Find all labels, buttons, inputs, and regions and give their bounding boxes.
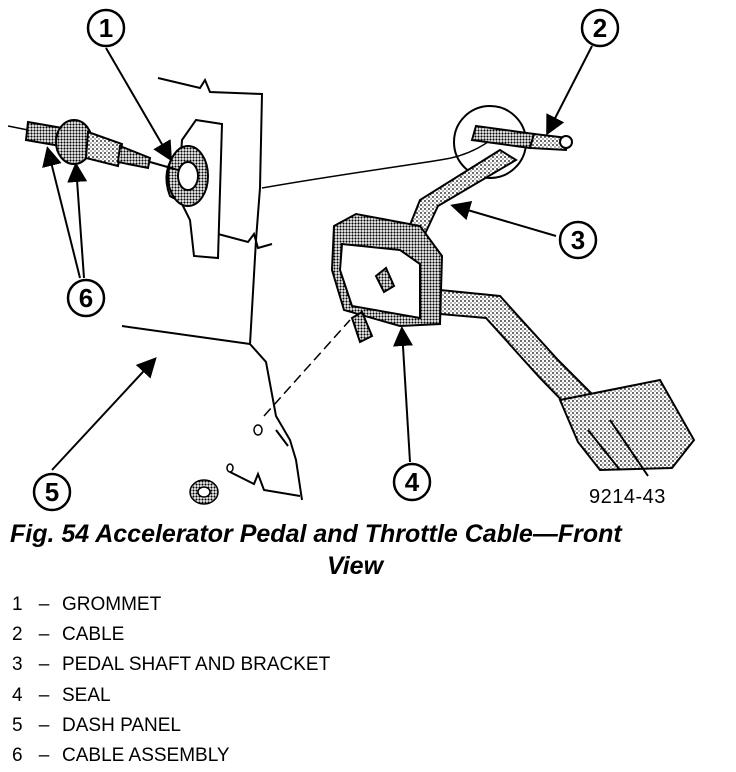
legend-item: 3–PEDAL SHAFT AND BRACKET [12,654,331,676]
svg-text:4: 4 [405,467,420,497]
caption-line-1: Fig. 54 Accelerator Pedal and Throttle C… [10,520,622,548]
svg-text:1: 1 [99,13,113,43]
legend-item: 5–DASH PANEL [12,714,181,736]
legend-label: SEAL [62,684,111,706]
callout-5: 5 [32,472,72,512]
callout-4: 4 [392,462,432,502]
dash-panel [121,77,303,501]
accelerator-pedal-diagram: 1 2 3 4 5 6 [7,8,696,512]
throttle-cable [261,131,501,417]
legend-label: DASH PANEL [62,714,181,736]
cable-end-detail [453,105,573,179]
legend-label: CABLE [62,624,125,646]
callout-leaders [42,45,593,471]
callout-1: 1 [86,8,126,48]
figure-caption: Fig. 54 Accelerator Pedal and Throttle C… [10,518,730,582]
svg-text:2: 2 [593,13,607,43]
pedal-shaft-and-bracket [406,148,696,477]
caption-line-2: View [326,552,384,580]
grommet-bracket [165,118,224,260]
svg-text:5: 5 [45,477,59,507]
legend-label: CABLE ASSEMBLY [62,744,230,766]
legend-item: 2–CABLE [12,624,125,646]
figure-code: 9214-43 [589,486,666,508]
legend-item: 1–GROMMET [12,594,162,615]
legend-item: 6–CABLE ASSEMBLY [12,744,230,766]
callout-6: 6 [66,278,106,318]
callout-2: 2 [580,8,620,48]
svg-text:3: 3 [571,225,585,255]
seal-housing [330,212,444,344]
callout-3: 3 [558,220,598,260]
legend-label: PEDAL SHAFT AND BRACKET [62,654,331,676]
svg-text:6: 6 [79,283,93,313]
legend-label: GROMMET [62,594,162,615]
parts-legend: 1–GROMMET 2–CABLE 3–PEDAL SHAFT AND BRAC… [12,590,330,771]
legend-item: 4–SEAL [12,684,111,706]
fasteners [189,424,263,505]
cable-assembly [7,119,179,171]
